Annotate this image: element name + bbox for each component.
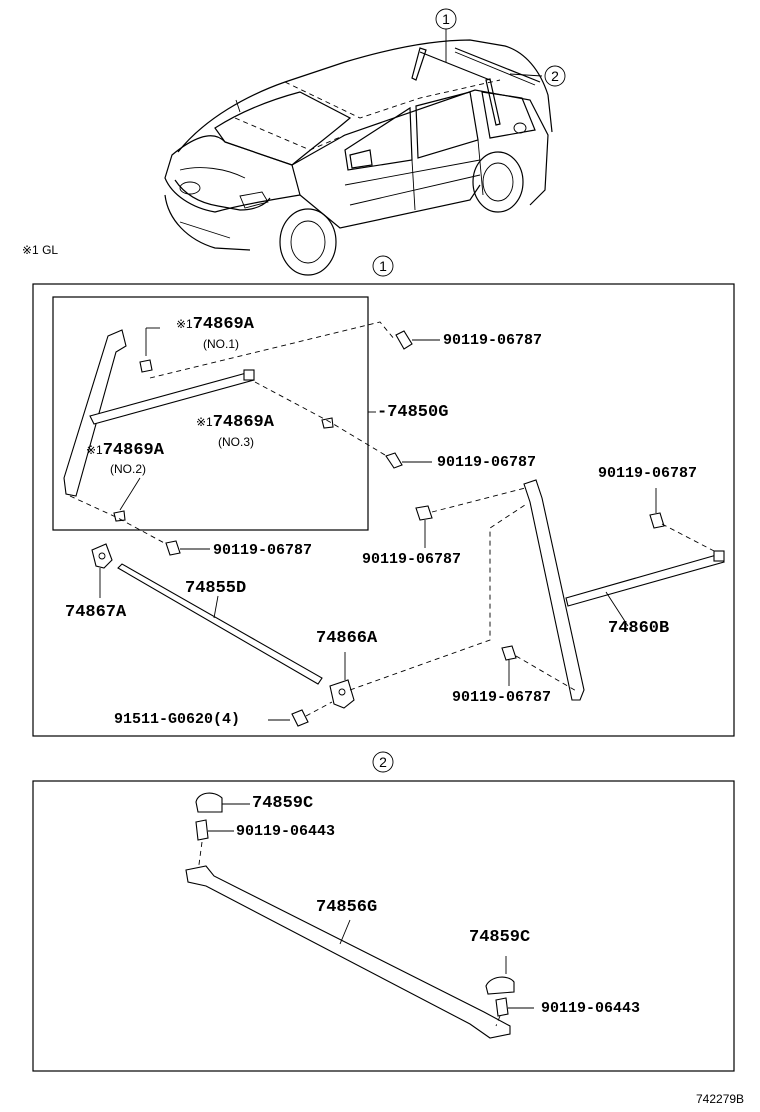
label-74869A-no3: ※174869A <box>196 413 274 432</box>
brace-74850G <box>63 329 255 497</box>
label-bolt-top: 90119-06443 <box>236 823 336 840</box>
label-74869A-no1-sub: (NO.1) <box>203 337 239 351</box>
label-74855D: 74855D <box>185 579 247 598</box>
label-74869A-no1: ※174869A <box>176 315 254 334</box>
bolt-90119-06443-top <box>195 819 234 873</box>
label-74859C-top: 74859C <box>252 794 314 813</box>
label-74869A-no2: ※174869A <box>86 441 164 460</box>
label-74867A: 74867A <box>65 603 127 622</box>
label-74850G: -74850G <box>377 403 449 422</box>
cap-74859C-top <box>195 792 250 813</box>
section-2-frame <box>32 780 735 1072</box>
label-bolt-e: 90119-06787 <box>598 465 698 482</box>
label-74869A-no3-sub: (NO.3) <box>218 435 254 449</box>
rod-74855D <box>117 563 323 685</box>
bolt-90119-06787-d <box>415 505 433 548</box>
label-74869A-no2-sub: (NO.2) <box>110 462 146 476</box>
label-bolt-right: 90119-06443 <box>541 1000 641 1017</box>
bolt-91511-G0620 <box>268 701 333 727</box>
label-bolt-c: 90119-06787 <box>213 542 313 559</box>
svg-text:1: 1 <box>442 11 450 27</box>
bracket-74867A <box>91 543 113 598</box>
svg-text:1: 1 <box>379 258 387 274</box>
brace-74860B <box>523 479 725 701</box>
nut-74869A-no3 <box>321 417 334 429</box>
svg-text:2: 2 <box>379 754 387 770</box>
vehicle-illustration <box>164 29 553 276</box>
label-91511: 91511-G0620(4) <box>114 711 241 728</box>
label-74859C-right: 74859C <box>469 928 531 947</box>
brace-74856G <box>185 865 511 1039</box>
label-74856G: 74856G <box>316 898 378 917</box>
label-bolt-f: 90119-06787 <box>452 689 552 706</box>
label-bolt-d: 90119-06787 <box>362 551 462 568</box>
label-bolt-a: 90119-06787 <box>443 332 543 349</box>
assembly-74850G-box <box>52 296 369 531</box>
label-bolt-b: 90119-06787 <box>437 454 537 471</box>
bolt-90119-06443-right <box>495 997 534 1027</box>
label-74860B: 74860B <box>608 619 670 638</box>
bracket-74866A <box>329 652 355 709</box>
bolt-90119-06787-a <box>395 330 440 350</box>
figure-id: 742279B <box>696 1092 745 1106</box>
callout-2-top: 2 <box>544 65 566 87</box>
bolt-90119-06787-f <box>501 645 517 686</box>
nut-74869A-no2 <box>113 510 126 522</box>
label-74866A: 74866A <box>316 629 378 648</box>
section-1-frame <box>32 283 735 737</box>
svg-text:2: 2 <box>551 68 559 84</box>
callout-1-top: 1 <box>435 8 457 30</box>
callout-1-section: 1 <box>372 255 394 277</box>
callout-2-section: 2 <box>372 751 394 773</box>
bolt-90119-06787-b <box>385 452 432 469</box>
nut-74869A-no1 <box>139 359 153 373</box>
grade-note: ※1 GL <box>22 243 59 257</box>
bolt-90119-06787-e <box>649 488 665 529</box>
cap-74859C-right <box>485 956 515 995</box>
bolt-90119-06787-c <box>165 540 210 556</box>
